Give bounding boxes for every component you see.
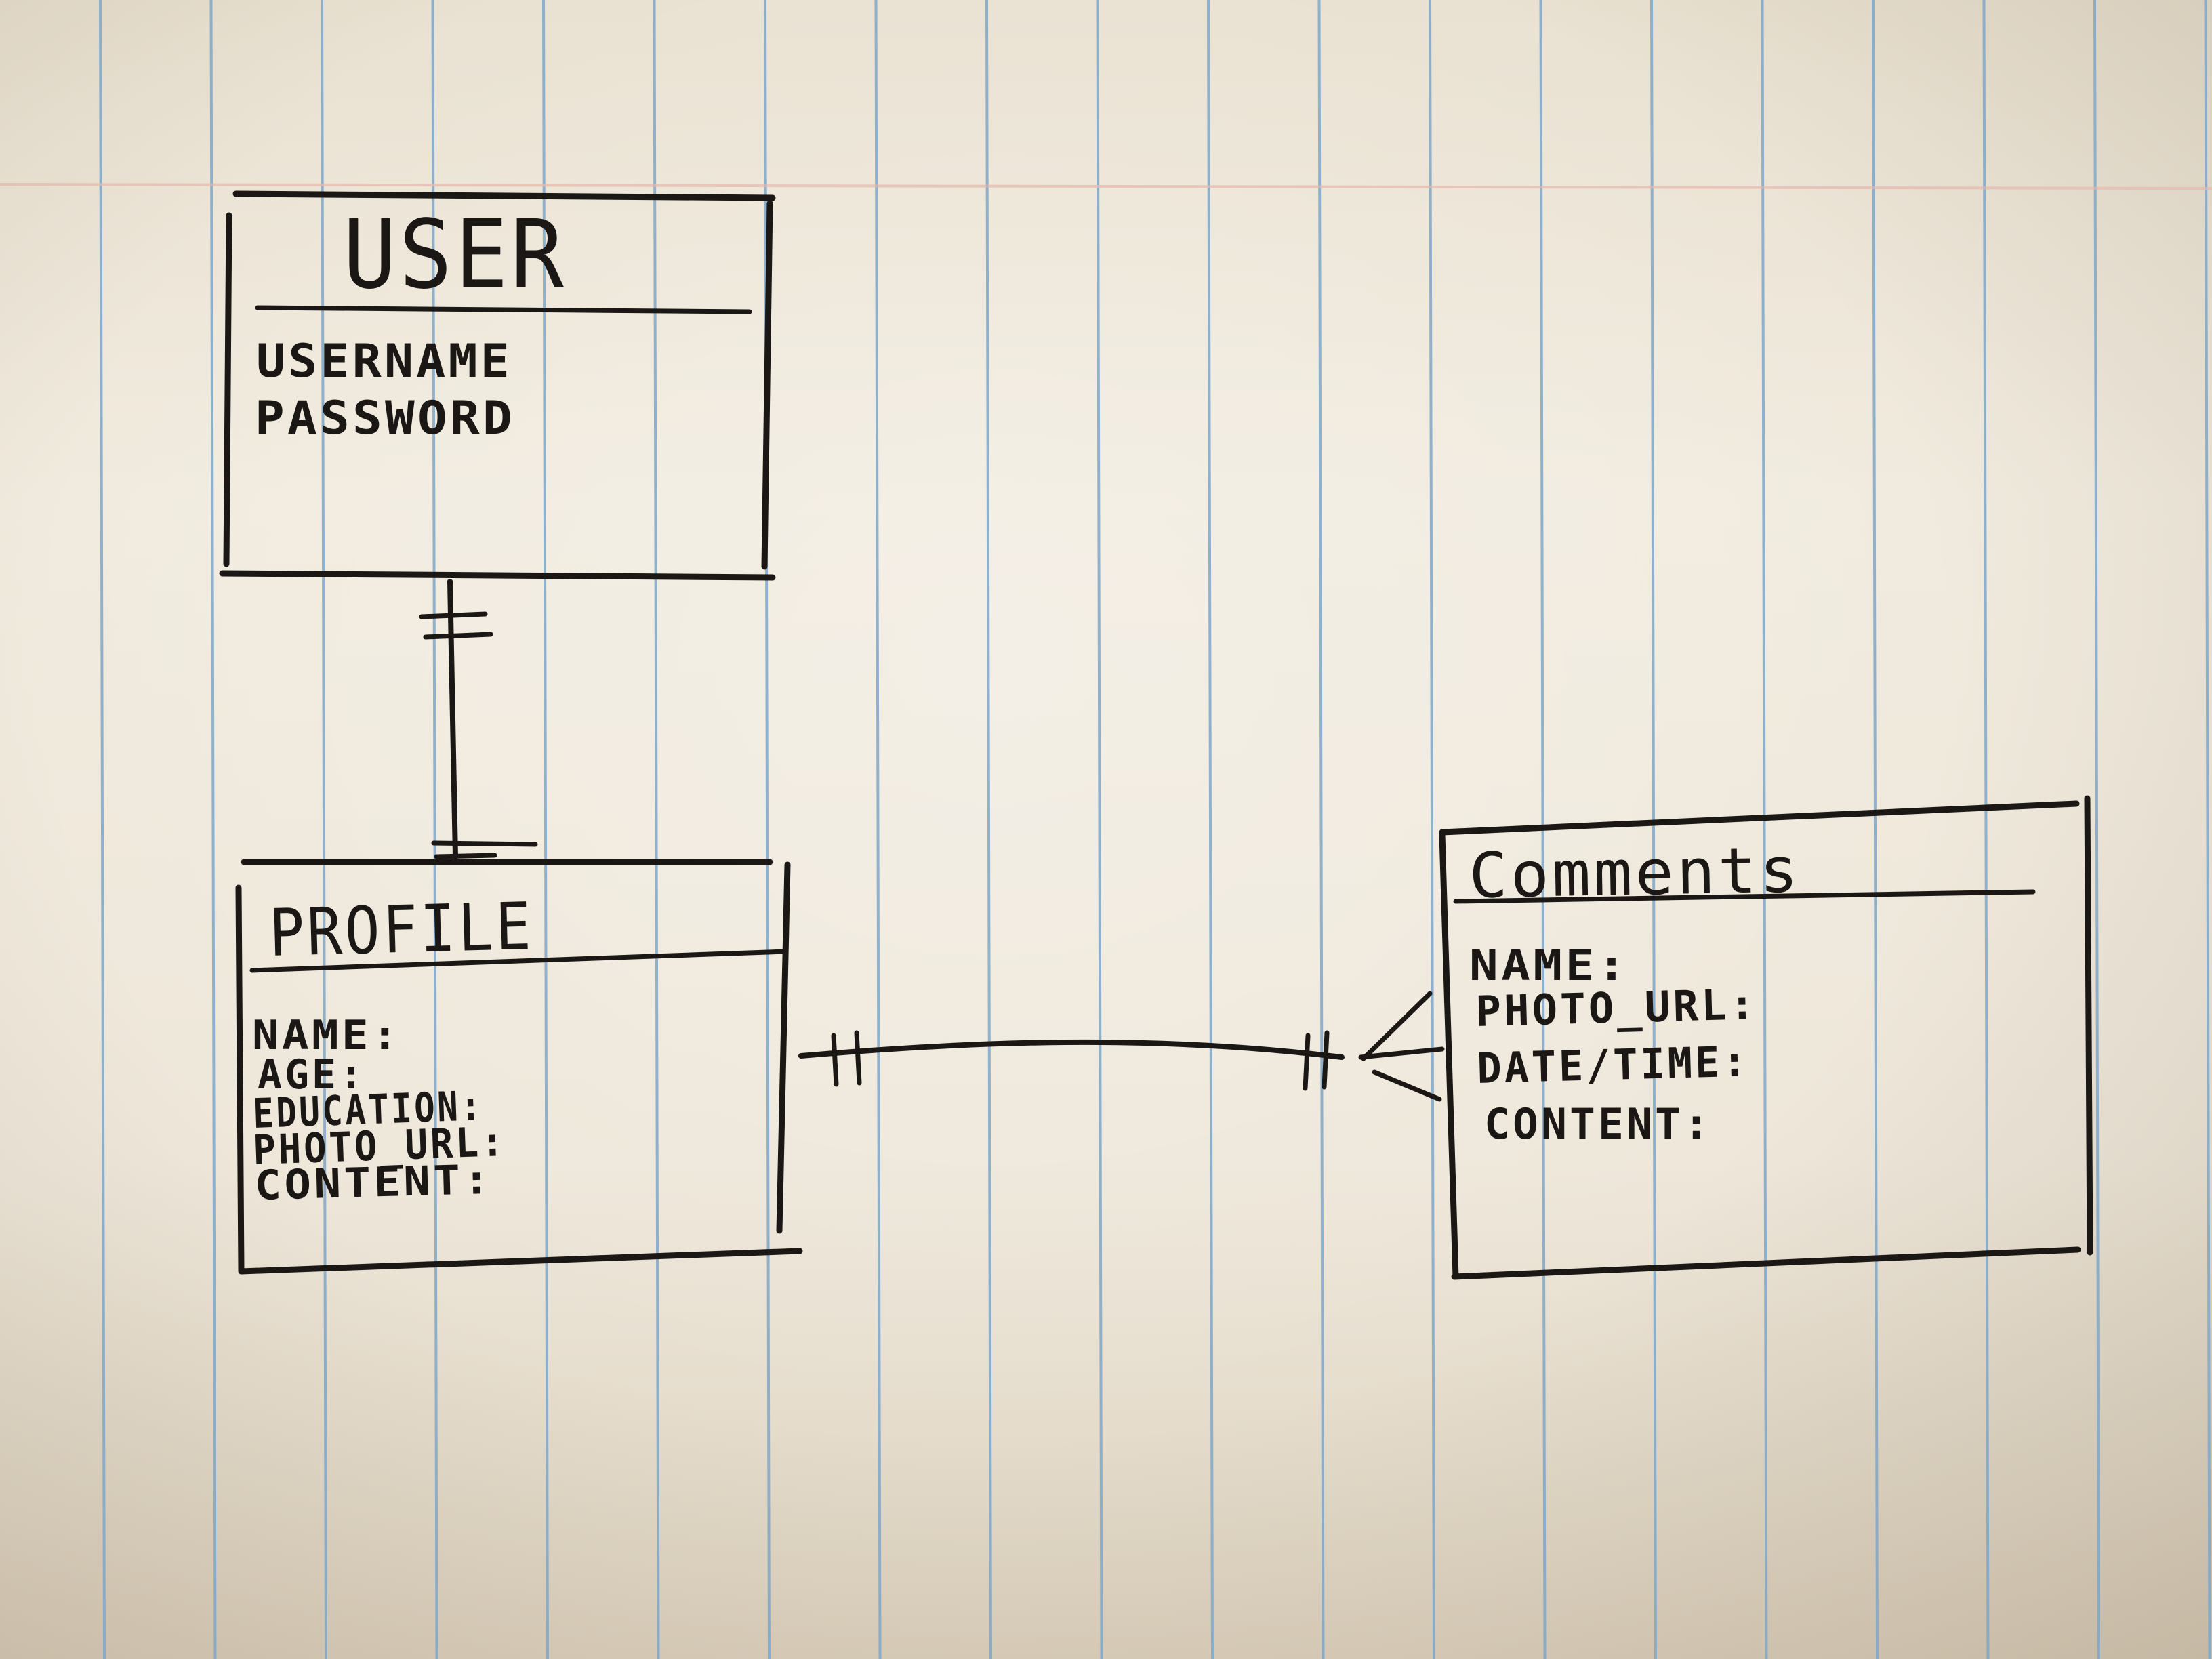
rule-line bbox=[99, 0, 106, 1659]
entity-user-divider bbox=[255, 305, 752, 314]
rule-line bbox=[542, 0, 549, 1659]
entity-comments-attribute-3: DATE/TIME: bbox=[1476, 1036, 1750, 1092]
entity-profile-title: PROFILE bbox=[268, 888, 535, 971]
relationship-user-profile bbox=[419, 579, 538, 859]
relationship-user-profile-line bbox=[447, 579, 458, 859]
rule-line bbox=[1982, 0, 1990, 1659]
rule-line bbox=[2204, 0, 2211, 1659]
relationship-profile-comments-crowfoot bbox=[1358, 991, 1445, 1102]
relationship-profile-comments-cardinality-profile bbox=[831, 1030, 862, 1087]
rule-line bbox=[874, 0, 882, 1659]
entity-comments-attribute-2: PHOTO_URL: bbox=[1475, 979, 1758, 1036]
rule-line bbox=[653, 0, 660, 1659]
entity-user-title: USER bbox=[343, 200, 567, 310]
entity-profile-divider bbox=[249, 949, 789, 973]
rule-line bbox=[1207, 0, 1214, 1659]
entity-profile-attribute-5: CONTENT: bbox=[254, 1156, 494, 1210]
relationship-profile-comments-cardinality-comments bbox=[1303, 1030, 1330, 1091]
rule-line bbox=[321, 0, 327, 1659]
rule-line bbox=[985, 0, 992, 1659]
entity-comments-attribute-1: NAME: bbox=[1469, 941, 1629, 990]
relationship-user-profile-cardinality-profile bbox=[431, 840, 538, 859]
rule-line bbox=[431, 0, 438, 1659]
entity-comments-divider bbox=[1453, 889, 2036, 904]
rule-line bbox=[1317, 0, 1325, 1659]
entity-profile: PROFILE NAME: AGE: EDUCATION: PHOTO_URL:… bbox=[235, 859, 803, 1275]
entity-comments-box bbox=[1439, 795, 2093, 1280]
rule-line bbox=[1650, 0, 1657, 1659]
rule-line bbox=[2093, 0, 2100, 1659]
entity-profile-box bbox=[235, 859, 803, 1275]
entity-profile-attribute-1: NAME: bbox=[252, 1012, 401, 1059]
relationship-user-profile-cardinality-user bbox=[419, 611, 493, 640]
entity-user-attribute-1: USERNAME bbox=[256, 335, 512, 388]
entity-comments-attribute-4: CONTENT: bbox=[1484, 1099, 1712, 1149]
entity-profile-attribute-2: AGE: bbox=[258, 1051, 366, 1099]
ruled-lines bbox=[99, 0, 2211, 1659]
rule-line bbox=[1872, 0, 1879, 1659]
relationship-profile-comments-line bbox=[798, 1039, 1345, 1060]
rule-line bbox=[1761, 0, 1768, 1659]
entity-profile-attribute-3: EDUCATION: bbox=[252, 1082, 484, 1138]
entity-user-attribute-2: PASSWORD bbox=[255, 392, 515, 445]
rule-line bbox=[209, 0, 217, 1659]
entity-comments-title: Comments bbox=[1469, 834, 1802, 912]
entity-comments: Comments NAME: PHOTO_URL: DATE/TIME: CON… bbox=[1439, 795, 2093, 1280]
entity-user-box bbox=[219, 190, 776, 581]
entity-profile-attribute-4: PHOTO_URL: bbox=[252, 1118, 507, 1174]
rule-line bbox=[1429, 0, 1435, 1659]
relationship-profile-comments bbox=[798, 991, 1445, 1102]
rule-line bbox=[1096, 0, 1103, 1659]
entity-user: USER USERNAME PASSWORD bbox=[219, 190, 776, 581]
margin-line bbox=[0, 183, 2212, 190]
